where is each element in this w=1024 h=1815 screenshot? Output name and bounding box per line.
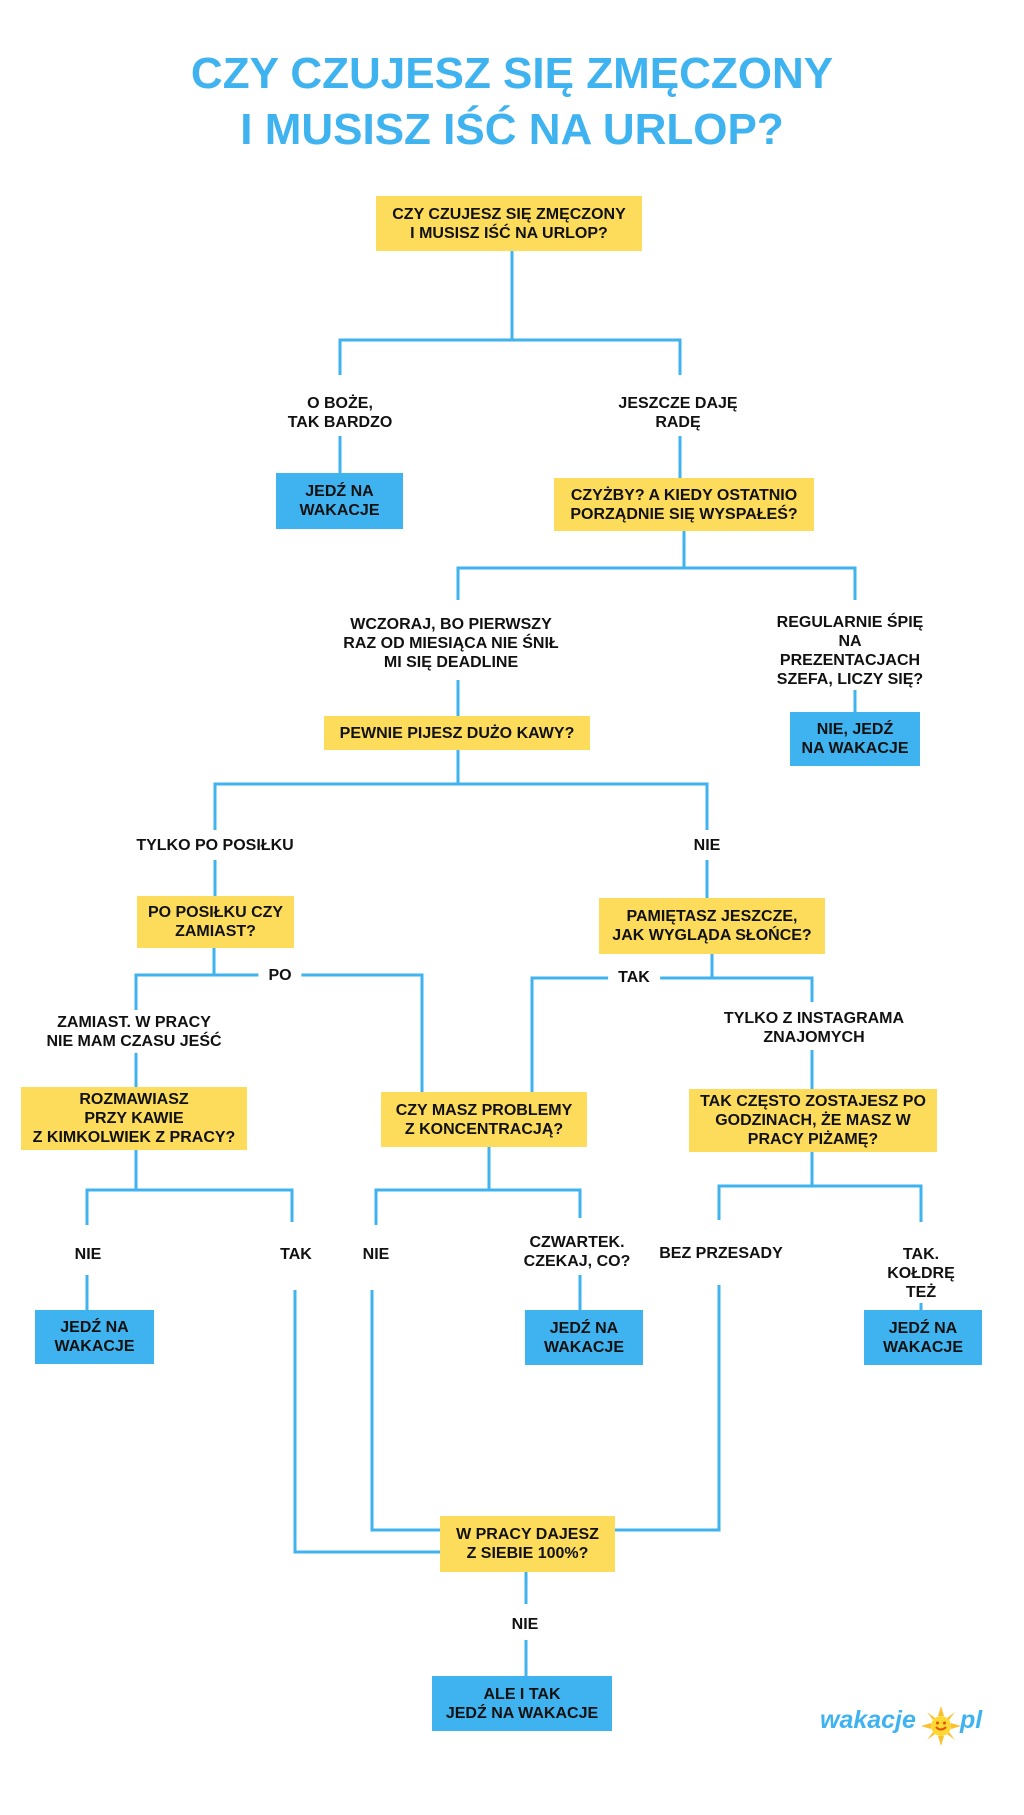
coffee-question-box: PEWNIE PIJESZ DUŻO KAWY? [324, 716, 590, 750]
branch-label: TAK [276, 1244, 316, 1265]
connector [374, 1188, 582, 1225]
connector [213, 782, 709, 830]
branch-label: ZAMIAST. W PRACY NIE MAM CZASU JEŚĆ [42, 1012, 226, 1052]
connector [85, 1188, 294, 1225]
pajama-question-box: TAK CZĘSTO ZOSTAJESZ PO GODZINACH, ŻE MA… [689, 1089, 937, 1152]
no-go-on-vacation-box: NIE, JEDŹ NA WAKACJE [790, 712, 920, 766]
branch-label: JESZCZE DAJĘ RADĘ [614, 393, 742, 433]
connector [530, 976, 814, 1092]
branch-label: TAK. KOŁDRĘ TEŻ [869, 1244, 973, 1303]
sun-icon [921, 1706, 961, 1746]
after-meal-question-text: PO POSIŁKU CZY ZAMIAST? [147, 904, 284, 940]
focus-question-text: CZY MASZ PROBLEMY Z KONCENTRACJĄ? [395, 1101, 573, 1138]
sun-question-text: PAMIĘTASZ JESZCZE, JAK WYGLĄDA SŁOŃCE? [612, 908, 812, 944]
chat-question-box: ROZMAWIASZ PRZY KAWIE Z KIMKOLWIEK Z PRA… [21, 1087, 247, 1150]
hundred-percent-question-box: W PRACY DAJESZ Z SIEBIE 100%? [440, 1516, 615, 1572]
branch-label: TAK [608, 967, 660, 988]
page-title-line-1: CZY CZUJESZ SIĘ ZMĘCZONY [190, 49, 834, 98]
sleep-question-box: CZYŻBY? A KIEDY OSTATNIO PORZĄDNIE SIĘ W… [554, 478, 814, 531]
branch-label: NIE [507, 1614, 543, 1635]
branch-label: PO [258, 965, 302, 986]
go-on-vacation-text: JEDŹ NA WAKACJE [299, 483, 380, 519]
final-go-on-vacation-box: ALE I TAK JEDŹ NA WAKACJE [432, 1676, 612, 1731]
start-question-text: CZY CZUJESZ SIĘ ZMĘCZONY I MUSISZ IŚĆ NA… [392, 205, 626, 242]
chat-question-text: ROZMAWIASZ PRZY KAWIE Z KIMKOLWIEK Z PRA… [32, 1091, 236, 1146]
connector [615, 1285, 721, 1532]
logo-text: wakacje [820, 1706, 916, 1734]
branch-label: REGULARNIE ŚPIĘ NA PREZENTACJACH SZEFA, … [763, 612, 937, 690]
page-title-line-2: I MUSISZ IŚĆ NA URLOP? [240, 105, 784, 154]
logo-suffix: pl [960, 1706, 983, 1734]
branch-label: O BOŻE, TAK BARDZO [283, 393, 397, 433]
branch-label: TYLKO Z INSTAGRAMA ZNAJOMYCH [719, 1008, 909, 1048]
final-go-on-vacation-text: ALE I TAK JEDŹ NA WAKACJE [445, 1685, 599, 1722]
coffee-question-text: PEWNIE PIJESZ DUŻO KAWY? [339, 724, 575, 742]
connector [456, 566, 857, 600]
sleep-question-text: CZYŻBY? A KIEDY OSTATNIO PORZĄDNIE SIĘ W… [570, 486, 798, 523]
connector [338, 338, 682, 375]
wakacje-logo[interactable]: wakacje pl [820, 1700, 990, 1746]
go-on-vacation-box: JEDŹ NA WAKACJE [35, 1310, 154, 1364]
pajama-question-text: TAK CZĘSTO ZOSTAJESZ PO GODZINACH, ŻE MA… [700, 1093, 926, 1148]
go-on-vacation-text: JEDŹ NA WAKACJE [543, 1319, 624, 1356]
start-question-box: CZY CZUJESZ SIĘ ZMĘCZONY I MUSISZ IŚĆ NA… [376, 196, 642, 251]
no-go-on-vacation-text: NIE, JEDŹ NA WAKACJE [801, 721, 909, 757]
hundred-percent-question-text: W PRACY DAJESZ Z SIEBIE 100%? [456, 1526, 599, 1562]
branch-label: WCZORAJ, BO PIERWSZY RAZ OD MIESIĄCA NIE… [339, 614, 563, 673]
branch-label: NIE [689, 835, 725, 856]
branch-label: CZWARTEK. CZEKAJ, CO? [519, 1232, 635, 1272]
branch-label: NIE [70, 1244, 106, 1265]
branch-label: BEZ PRZESADY [655, 1243, 787, 1264]
branch-label: NIE [358, 1244, 394, 1265]
go-on-vacation-text: JEDŹ NA WAKACJE [54, 1319, 135, 1355]
go-on-vacation-box: JEDŹ NA WAKACJE [864, 1310, 982, 1365]
connector [717, 1184, 923, 1222]
connector [293, 1290, 440, 1554]
connector [370, 1290, 440, 1532]
after-meal-question-box: PO POSIŁKU CZY ZAMIAST? [137, 896, 294, 948]
branch-label: TYLKO PO POSIŁKU [132, 835, 298, 856]
go-on-vacation-box: JEDŹ NA WAKACJE [525, 1310, 643, 1365]
sun-question-box: PAMIĘTASZ JESZCZE, JAK WYGLĄDA SŁOŃCE? [599, 898, 825, 954]
focus-question-box: CZY MASZ PROBLEMY Z KONCENTRACJĄ? [381, 1092, 587, 1147]
go-on-vacation-text: JEDŹ NA WAKACJE [882, 1319, 963, 1356]
go-on-vacation-box: JEDŹ NA WAKACJE [276, 473, 403, 529]
